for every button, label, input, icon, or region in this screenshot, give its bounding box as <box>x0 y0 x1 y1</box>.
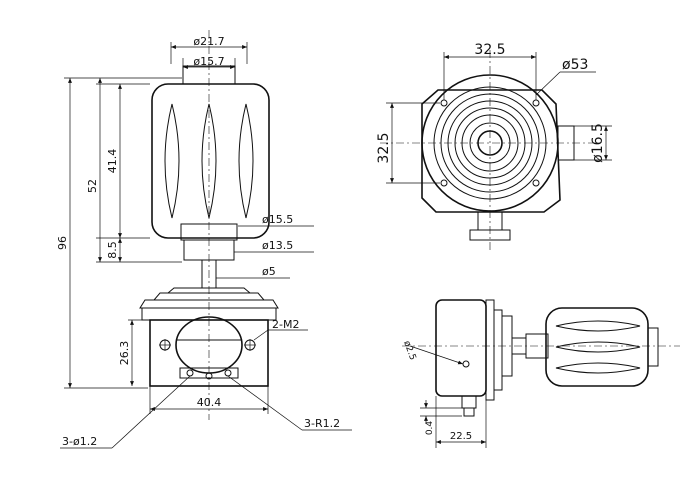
dim-h8-5: 8.5 <box>106 241 119 259</box>
dim-h52: 52 <box>86 179 99 193</box>
center-shaft <box>477 130 503 156</box>
terminal-bar <box>179 367 239 379</box>
dim-w40-4: 40.4 <box>197 396 222 409</box>
terminal-2 <box>205 372 213 380</box>
dim-side-w22-5: 22.5 <box>450 431 472 442</box>
side-housing <box>435 299 487 397</box>
dim-d15-5: ø15.5 <box>262 213 293 226</box>
dim-h26-3: 26.3 <box>118 341 131 366</box>
knob-body <box>151 83 270 239</box>
dim-d13-5: ø13.5 <box>262 239 293 252</box>
dim-d21-7: ø21.7 <box>193 35 224 48</box>
side-view: ø2.5 0.4 22.5 <box>401 299 680 448</box>
knob-groove-right <box>238 103 254 219</box>
dim-d15-7: ø15.7 <box>193 55 224 68</box>
terminal-3 <box>224 369 232 377</box>
front-view: ø21.7 ø15.7 41.4 52 96 8.5 ø15.5 ø13.5 ø… <box>56 30 352 449</box>
dim-top-h32-5: 32.5 <box>376 132 392 163</box>
top-view: 32.5 ø53 32.5 ø16.5 <box>376 42 612 250</box>
dim-side-v0-4: 0.4 <box>425 421 435 436</box>
dim-m2: 2-M2 <box>272 318 299 331</box>
boot-flange <box>139 299 279 309</box>
dim-r1-2: 3-R1.2 <box>304 417 340 430</box>
knob-groove-left <box>164 103 180 219</box>
dim-top-d16-5: ø16.5 <box>590 123 606 163</box>
terminal-1 <box>186 369 194 377</box>
side-boss <box>557 125 575 161</box>
side-knob <box>545 307 649 387</box>
housing <box>149 319 269 387</box>
dim-d5: ø5 <box>262 265 276 278</box>
dim-top-w32-5: 32.5 <box>474 42 505 58</box>
knob-groove-center <box>201 103 217 219</box>
dim-holes-1-2: 3-ø1.2 <box>62 435 97 448</box>
dim-top-d53: ø53 <box>562 57 588 73</box>
dim-side-d2-5: ø2.5 <box>401 340 417 362</box>
dim-h96: 96 <box>56 236 69 250</box>
dim-h41-4: 41.4 <box>106 149 119 174</box>
